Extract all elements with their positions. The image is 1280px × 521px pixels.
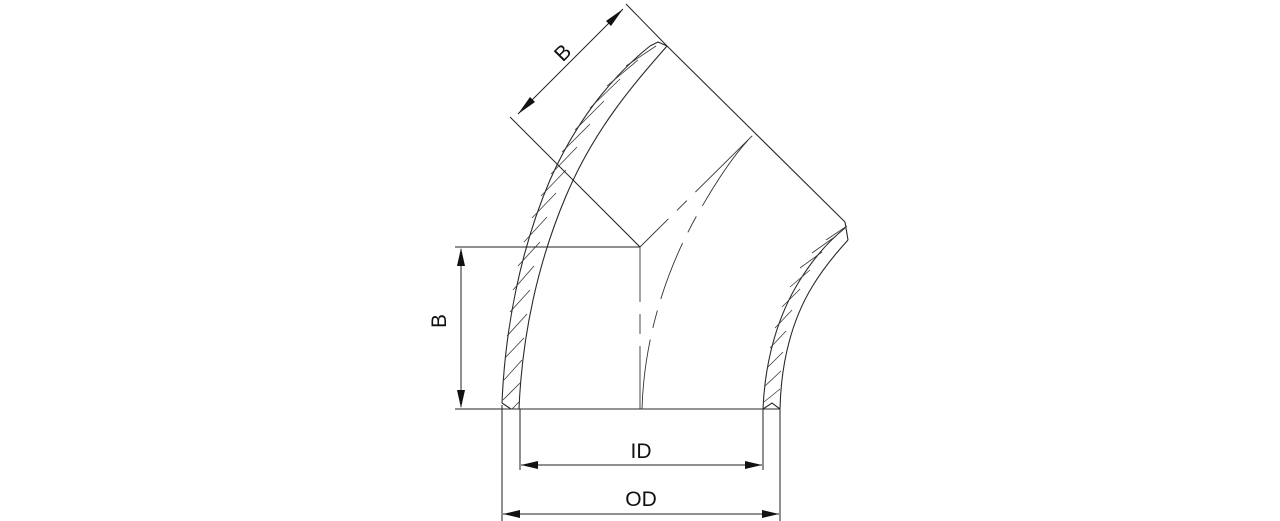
- arrow-head: [503, 510, 520, 518]
- right-wall-hatching: [763, 225, 848, 403]
- dimension-id: ID: [519, 409, 764, 470]
- elbow-body: [501, 41, 849, 410]
- right-wall-outer-edge: [762, 227, 846, 410]
- top-end-face: [666, 45, 846, 223]
- top-bevel: [649, 41, 668, 47]
- dimension-label-id: ID: [631, 440, 652, 463]
- arrow-head: [762, 510, 779, 518]
- center-diagonal: [639, 132, 756, 248]
- arrow-head: [745, 461, 762, 469]
- bottom-left-bevel: [501, 402, 519, 410]
- arrow-head: [521, 461, 538, 469]
- dimension-b-diagonal: B: [509, 3, 668, 248]
- right-wall-inner-edge: [779, 239, 849, 410]
- dimension-od: OD: [501, 405, 781, 521]
- dimension-b-vertical: B: [428, 246, 640, 410]
- arrow-head: [518, 97, 535, 114]
- dimension-label-b-vertical: B: [428, 314, 451, 328]
- right-top-bevel: [844, 221, 849, 241]
- dimension-label-b-diagonal: B: [550, 40, 576, 66]
- dimension-label-od: OD: [625, 488, 657, 511]
- arrow-head: [457, 390, 465, 408]
- arrow-head: [457, 248, 465, 266]
- inner-bend-hidden-arc: [641, 135, 753, 410]
- left-wall-hatching: [502, 45, 657, 410]
- arrow-head: [606, 9, 623, 26]
- right-bottom-bevel: [762, 402, 781, 410]
- left-wall-outer-edge: [501, 45, 651, 404]
- left-wall-inner-edge: [518, 45, 668, 410]
